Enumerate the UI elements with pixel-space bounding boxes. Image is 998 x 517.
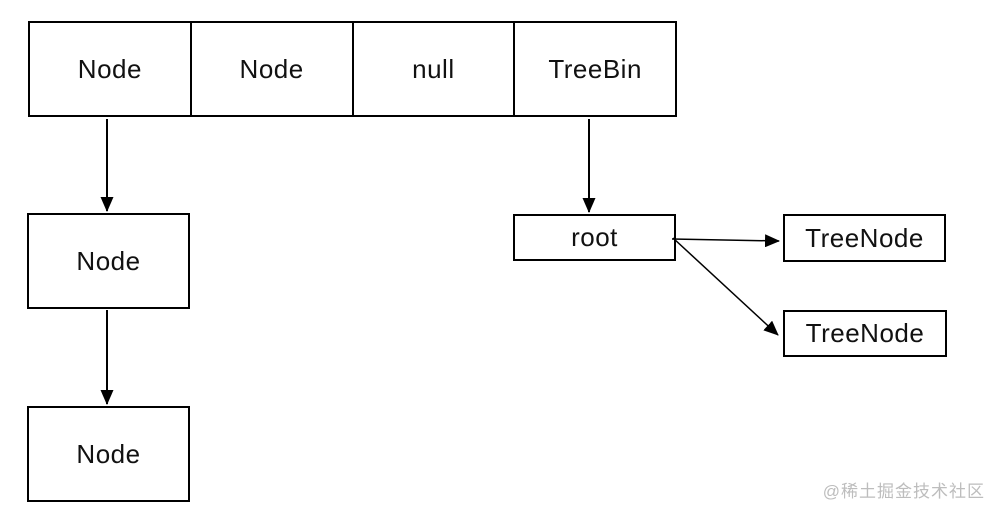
watermark-text: @稀土掘金技术社区 (822, 482, 985, 501)
arrow-root-to-treenode-top (671, 234, 780, 248)
bucket-cell-null: null (354, 23, 516, 115)
node-box-bottom: Node (27, 406, 190, 502)
bucket-array: Node Node null TreeBin (28, 21, 677, 117)
bucket-cell-node-0: Node (30, 23, 192, 115)
bucket-cell-node-1: Node (192, 23, 354, 115)
root-box: root (513, 214, 676, 261)
node-box-mid: Node (27, 213, 190, 309)
bucket-cell-treebin: TreeBin (548, 53, 642, 84)
arrow-root-to-treenode-bottom (672, 237, 779, 336)
treenode-box-bottom: TreeNode (783, 310, 947, 357)
treenode-box-top: TreeNode (783, 214, 946, 262)
